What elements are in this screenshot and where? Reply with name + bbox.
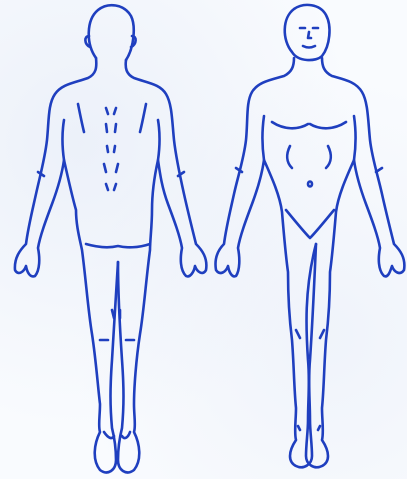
- back-right-heel: [122, 432, 130, 438]
- back-left-inner-arm: [63, 120, 65, 160]
- front-knee-marks: [296, 330, 324, 338]
- back-spine-marks: [104, 108, 118, 190]
- front-right-ankle: [318, 426, 320, 430]
- back-knee-marks: [100, 310, 134, 340]
- back-left-side-outline: [15, 58, 118, 472]
- back-left-elbow-mark: [38, 172, 44, 176]
- back-right-side-outline: [118, 60, 206, 472]
- front-nose: [308, 32, 311, 38]
- back-right-scapula: [140, 104, 146, 132]
- front-left-ankle: [298, 426, 300, 430]
- back-view-figure[interactable]: [15, 5, 207, 472]
- front-right-inner-arm: [354, 116, 356, 160]
- front-navel: [308, 182, 312, 187]
- front-view-figure[interactable]: [215, 5, 404, 467]
- back-right-inner-arm: [158, 120, 160, 160]
- front-groin-lines: [286, 210, 334, 238]
- front-chest-lines: [272, 122, 346, 128]
- front-left-inner-arm: [263, 116, 265, 160]
- back-head-outline: [89, 5, 134, 60]
- front-head-outline: [285, 5, 330, 60]
- front-left-side-outline: [215, 58, 316, 467]
- front-ribcage: [287, 146, 331, 168]
- back-left-scapula: [78, 104, 84, 132]
- back-buttocks-line: [86, 244, 150, 247]
- front-mouth: [303, 46, 315, 48]
